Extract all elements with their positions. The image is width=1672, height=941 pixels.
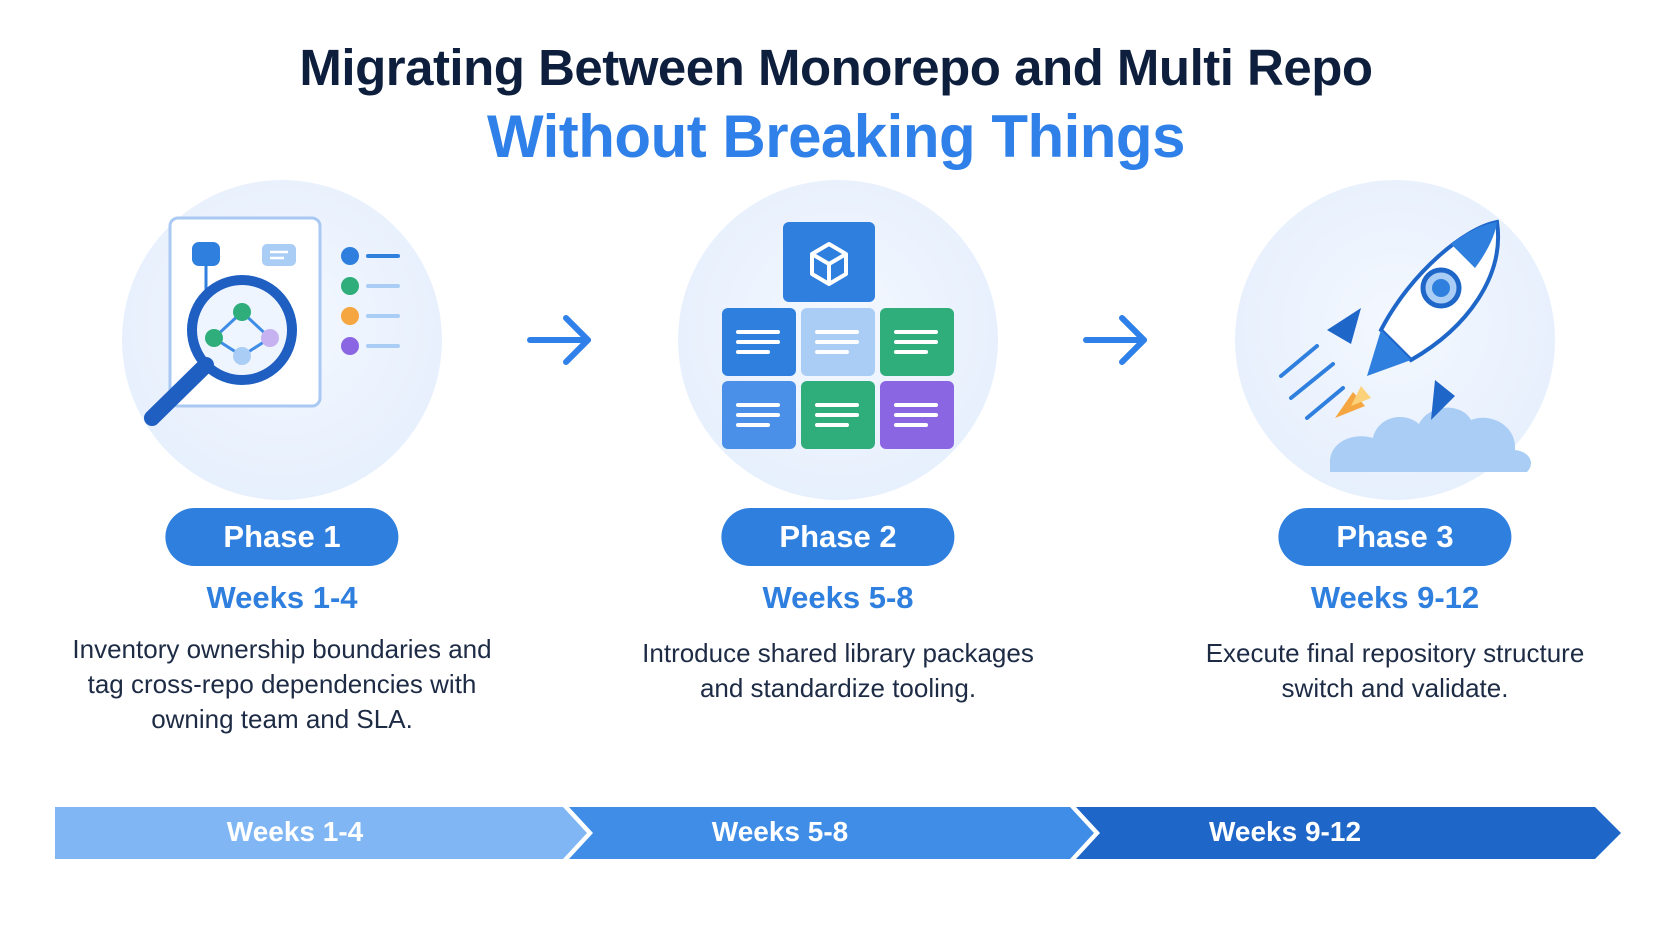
- timeline-label-2: Weeks 5-8: [711, 816, 849, 847]
- phase-1-description: Inventory ownership boundaries and tag c…: [72, 634, 492, 734]
- phase-1-illustration: [122, 180, 442, 500]
- timeline-label-1: Weeks 1-4: [226, 816, 364, 847]
- timeline-bar: [55, 807, 1621, 859]
- phase-2-badge: Phase 2: [721, 508, 955, 566]
- phase-2-weeks: Weeks 5-8: [762, 580, 914, 615]
- arrow-right-icon: [527, 315, 591, 365]
- timeline-segment-1: [55, 807, 587, 859]
- page-subtitle: Without Breaking Things: [487, 103, 1185, 170]
- arrow-right-icon: [1083, 315, 1147, 365]
- page-title: Migrating Between Monorepo and Multi Rep…: [299, 39, 1373, 96]
- phase-3-description: Execute final repository structure switc…: [1205, 638, 1585, 703]
- timeline-label-3: Weeks 9-12: [1208, 816, 1362, 847]
- phase-2-description: Introduce shared library packages and st…: [642, 638, 1034, 703]
- phase-1-weeks: Weeks 1-4: [206, 580, 358, 615]
- phase-3-weeks: Weeks 9-12: [1310, 580, 1480, 615]
- timeline-segment-2: [569, 807, 1094, 859]
- phase-2-illustration: [678, 180, 998, 500]
- rocket-icon: [1279, 219, 1531, 472]
- phase-3-badge: Phase 3: [1278, 508, 1512, 566]
- magnifier-dependency-graph-icon: [144, 216, 400, 426]
- timeline-segment-3: [1076, 807, 1621, 859]
- package-blocks-icon: [722, 222, 954, 449]
- phase-1-badge: Phase 1: [165, 508, 399, 566]
- phase-3-illustration: [1235, 180, 1555, 500]
